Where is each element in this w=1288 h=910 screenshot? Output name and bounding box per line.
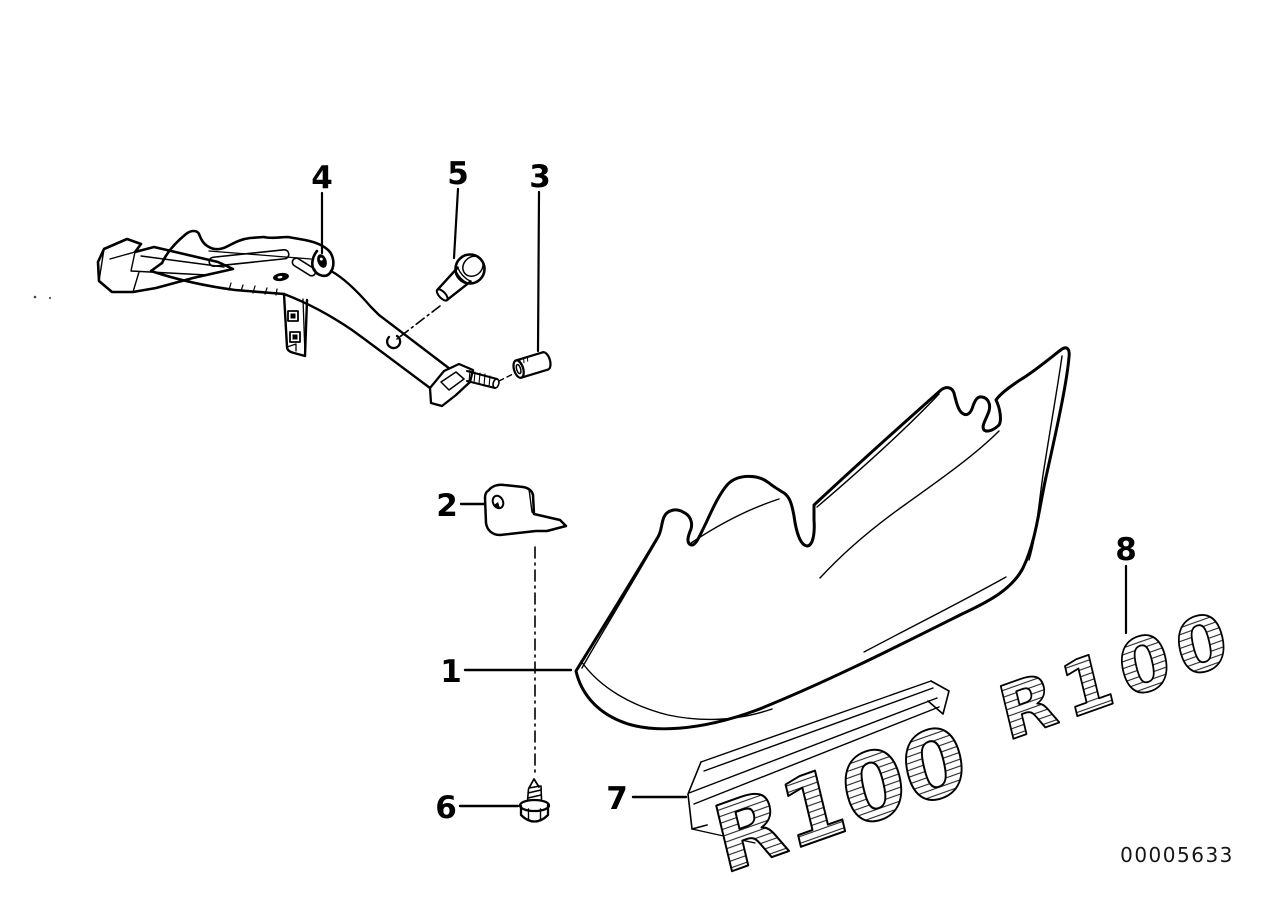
screw-hex-head bbox=[519, 803, 550, 823]
assembly-lines bbox=[396, 305, 536, 778]
sleeve-hatch bbox=[519, 356, 529, 365]
scan-speck bbox=[33, 295, 37, 299]
cover-inner-bottom bbox=[580, 660, 773, 721]
screw-hex-facets bbox=[527, 808, 542, 821]
plate-fold-line bbox=[208, 250, 312, 260]
callout-4[interactable]: 4 bbox=[311, 160, 333, 255]
part-2-holder-tab[interactable] bbox=[483, 483, 568, 537]
callout-8[interactable]: 8 bbox=[1115, 532, 1137, 635]
decal-large-text: R100 bbox=[704, 702, 977, 895]
foot-hole bbox=[440, 371, 465, 391]
screw-thread bbox=[526, 785, 543, 802]
flange-detail bbox=[286, 298, 306, 356]
arm-upper-edge bbox=[329, 269, 452, 371]
callout-2-label[interactable]: 2 bbox=[436, 488, 458, 524]
scan-speck bbox=[48, 296, 52, 300]
decal-sheet-bottom bbox=[691, 828, 756, 844]
cover-inner-ridge-a bbox=[690, 498, 780, 544]
screw-flange bbox=[518, 798, 551, 813]
tab-hole bbox=[491, 494, 505, 510]
decal-small-text: R100 bbox=[991, 592, 1244, 758]
part-1-side-cover[interactable] bbox=[574, 346, 1071, 731]
tab-outline bbox=[483, 483, 568, 537]
callout-5-leader bbox=[452, 187, 460, 260]
cover-inner-bottom-right bbox=[863, 576, 1007, 653]
callout-1-label[interactable]: 1 bbox=[440, 654, 462, 690]
callout-8-label[interactable]: 8 bbox=[1115, 532, 1137, 568]
callout-7[interactable]: 7 bbox=[606, 781, 688, 817]
cover-body-sweep bbox=[819, 430, 1000, 579]
decal-sheet-flap bbox=[687, 761, 708, 830]
callout-6-label[interactable]: 6 bbox=[435, 790, 457, 826]
clip-detail bbox=[98, 248, 225, 293]
part-3-spacer-sleeve[interactable] bbox=[512, 351, 553, 379]
plate-slot bbox=[208, 248, 290, 268]
callout-4-label[interactable]: 4 bbox=[311, 160, 333, 196]
callout-3[interactable]: 3 bbox=[529, 159, 551, 353]
flange-hole bbox=[289, 331, 301, 343]
callout-5[interactable]: 5 bbox=[447, 156, 469, 260]
cover-inner-right-edge bbox=[1028, 355, 1063, 561]
buffer-step bbox=[454, 266, 472, 285]
decal-sheet-lines bbox=[688, 680, 940, 805]
sleeve-body bbox=[514, 351, 550, 379]
callout-7-label[interactable]: 7 bbox=[606, 781, 628, 817]
plate-front-edge bbox=[149, 261, 286, 296]
arm-lower-edge bbox=[282, 292, 432, 390]
cover-inner-ridge-b bbox=[816, 393, 940, 508]
decal-sheet-fold bbox=[927, 680, 950, 715]
callouts: 1 2 3 4 5 6 7 8 bbox=[311, 156, 1137, 826]
tab-thickness bbox=[528, 488, 535, 515]
part-4-mounting-bracket[interactable] bbox=[96, 229, 500, 408]
buffer-face bbox=[462, 255, 484, 277]
plate-edge-ticks bbox=[228, 282, 278, 296]
callout-1[interactable]: 1 bbox=[440, 654, 573, 690]
cover-inner-edge-left bbox=[581, 539, 658, 669]
arm-hole bbox=[386, 334, 402, 350]
flange-hole bbox=[287, 310, 299, 322]
tab-hole-shadow bbox=[494, 502, 500, 509]
wing-slot bbox=[291, 257, 317, 277]
diagram-id-number: 00005633 bbox=[1120, 843, 1234, 867]
callout-6[interactable]: 6 bbox=[435, 790, 520, 826]
rolled-tab-opening bbox=[317, 254, 327, 268]
screw-tip bbox=[528, 778, 540, 789]
sleeve-end bbox=[512, 359, 525, 379]
plate-oval-hole bbox=[273, 272, 289, 282]
part-5-rubber-buffer[interactable] bbox=[430, 248, 491, 307]
callout-2[interactable]: 2 bbox=[436, 488, 487, 524]
part-8-decal-r100[interactable]: R100 bbox=[990, 591, 1245, 759]
bolt bbox=[466, 369, 500, 389]
flange-hole-inner bbox=[290, 313, 296, 319]
cover-outline bbox=[574, 346, 1071, 731]
flange-hole-inner bbox=[292, 334, 298, 340]
plate-top-edge bbox=[160, 229, 335, 278]
part-6-hex-screw[interactable] bbox=[518, 778, 551, 823]
callout-5-label[interactable]: 5 bbox=[447, 156, 469, 192]
sleeve-far-end bbox=[541, 351, 552, 371]
callout-3-leader bbox=[536, 190, 541, 353]
centerline-buffer-to-bracket bbox=[396, 305, 441, 340]
sleeve-bore bbox=[515, 363, 522, 375]
buffer-tip-face bbox=[435, 288, 449, 302]
buffer-body bbox=[436, 266, 472, 302]
callout-3-label[interactable]: 3 bbox=[529, 159, 551, 195]
centerline-bolt-to-sleeve bbox=[498, 373, 514, 382]
